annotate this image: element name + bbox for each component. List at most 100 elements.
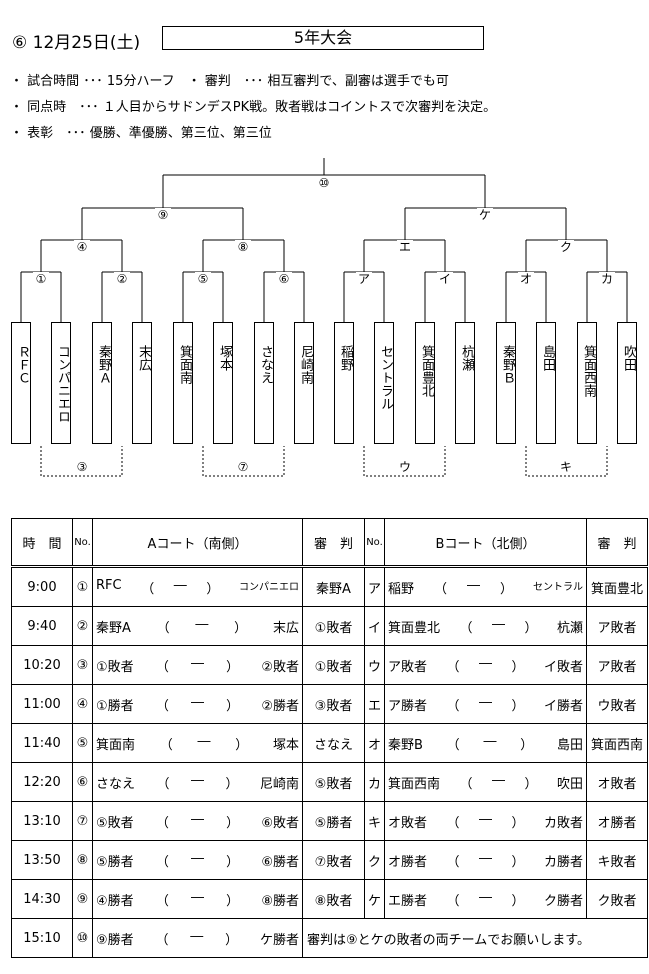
team-right: ⑧勝者 [261, 893, 299, 909]
final-referee-note: 審判は⑨とケの敗者の両チームでお願いします。 [302, 918, 648, 958]
b-referee: ウ敗者 [586, 684, 648, 724]
match-no: ア [364, 565, 385, 607]
b-court-match: 箕面西南（―）吹田 [384, 762, 587, 802]
final-row: 15:10 ⑩ ⑨勝者 （ ― ） ケ勝者 審判は⑨とケの敗者の両チームでお願い… [11, 918, 648, 958]
team-right: カ敗者 [543, 815, 583, 831]
match-no: ⑧ [72, 840, 93, 880]
losers-match-label: キ [558, 460, 574, 474]
team-box: 箕面南 [173, 322, 193, 444]
a-court-match: 秦野A（―）末広 [92, 606, 303, 646]
match-no: ④ [72, 684, 93, 724]
team-right: セントラル [532, 581, 583, 593]
b-court-match: 稲野（―）セントラル [384, 565, 587, 607]
a-court-match: ①勝者（―）②勝者 [92, 684, 303, 724]
team-left: ⑤敗者 [96, 815, 134, 831]
a-referee: ③敗者 [302, 684, 365, 724]
match-label-final: ⑩ [316, 176, 332, 190]
match-no: ウ [364, 645, 385, 685]
team-right: イ勝者 [543, 698, 583, 714]
team-right: ②敗者 [261, 659, 299, 675]
a-court-match: ⑤勝者（―）⑥勝者 [92, 840, 303, 880]
match-label-r1: ① [33, 272, 49, 286]
table-header-row: 時 間 No. Aコート（南側） 審 判 No. Bコート（北側） 審 判 [11, 518, 648, 567]
team-box: ＲＦＣ [11, 322, 31, 444]
team-box: 箕面豊北 [415, 322, 435, 444]
b-referee: キ敗者 [586, 840, 648, 880]
time-cell: 11:40 [11, 723, 73, 763]
team-right: 吹田 [556, 776, 583, 792]
match-label-qf: ④ [74, 240, 90, 254]
b-court-match: オ敗者（―）カ敗者 [384, 801, 587, 841]
team-left: RFC [96, 577, 122, 593]
team-left: 箕面西南 [388, 776, 441, 792]
match-no: ② [72, 606, 93, 646]
match-no: エ [364, 684, 385, 724]
match-label-r1: ア [356, 272, 372, 286]
team-box: 吹田 [617, 322, 637, 444]
header-b-court: Bコート（北側） [384, 518, 587, 567]
b-court-match: 箕面豊北（―）杭瀬 [384, 606, 587, 646]
header-no: No. [72, 518, 93, 567]
team-right: ⑥敗者 [261, 815, 299, 831]
time-cell: 13:50 [11, 840, 73, 880]
match-label-r1: ② [114, 272, 130, 286]
b-court-match: エ勝者（―）ク勝者 [384, 879, 587, 919]
losers-match-label: ウ [397, 460, 413, 474]
match-no: ⑥ [72, 762, 93, 802]
a-court-match: RFC（―）コンパニエロ [92, 565, 303, 607]
losers-match-label: ⑦ [235, 460, 251, 474]
team-right: イ敗者 [543, 659, 583, 675]
team-box: コンパニエロ [51, 322, 71, 444]
team-right: 島田 [556, 737, 583, 753]
time-cell: 9:40 [11, 606, 73, 646]
time-cell: 15:10 [11, 918, 73, 958]
header-referee: 審 判 [302, 518, 365, 567]
team-box: 尼崎南 [294, 322, 314, 444]
match-no: ⑤ [72, 723, 93, 763]
b-referee: ク敗者 [586, 879, 648, 919]
match-no: キ [364, 801, 385, 841]
match-no: ク [364, 840, 385, 880]
match-no: ⑩ [72, 918, 93, 958]
b-referee: 箕面豊北 [586, 565, 648, 607]
team-left: ①勝者 [96, 698, 134, 714]
a-court-match: ⑤敗者（―）⑥敗者 [92, 801, 303, 841]
team-left: エ勝者 [388, 893, 428, 909]
header-referee: 審 判 [586, 518, 648, 567]
match-label-qf: ⑧ [235, 240, 251, 254]
match-no: ③ [72, 645, 93, 685]
a-referee: ①敗者 [302, 606, 365, 646]
note-tiebreak: ・ 同点時 ･･･ １人目からサドンデスPK戦。敗者戦はコイントスで次審判を決定… [10, 100, 497, 115]
team-left: 箕面豊北 [388, 620, 441, 636]
team-left: 秦野B [388, 737, 423, 753]
header-time: 時 間 [11, 518, 73, 567]
a-referee: ⑦敗者 [302, 840, 365, 880]
a-referee: ⑤敗者 [302, 762, 365, 802]
a-court-match: 箕面南（―）塚本 [92, 723, 303, 763]
match-no: ケ [364, 879, 385, 919]
match-no: ⑦ [72, 801, 93, 841]
match-label-semi-b: ケ [477, 208, 493, 222]
team-right: カ勝者 [543, 854, 583, 870]
team-box: 塚本 [213, 322, 233, 444]
team-box: 末広 [132, 322, 152, 444]
team-left: ⑨勝者 [96, 932, 134, 948]
team-left: ア勝者 [388, 698, 428, 714]
match-no: オ [364, 723, 385, 763]
team-box: 秦野Ｂ [496, 322, 516, 444]
team-box: さなえ [254, 322, 274, 444]
time-cell: 12:20 [11, 762, 73, 802]
losers-match-label: ③ [74, 460, 90, 474]
team-left: 稲野 [388, 581, 415, 597]
a-referee: 秦野A [302, 565, 365, 607]
team-right: 塚本 [272, 737, 299, 753]
header-no: No. [364, 518, 385, 567]
time-cell: 9:00 [11, 565, 73, 607]
team-box: 島田 [536, 322, 556, 444]
a-referee: さなえ [302, 723, 365, 763]
